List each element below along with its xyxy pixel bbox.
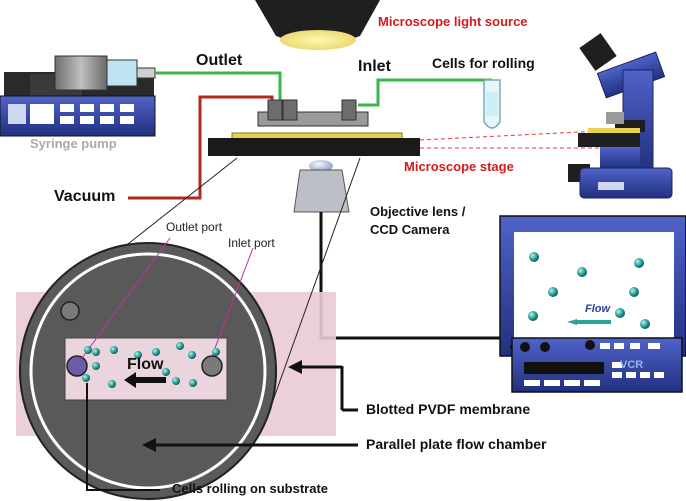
- pvdf-pointer-head: [288, 360, 302, 374]
- cell: [92, 362, 100, 370]
- zoom-line-right: [265, 157, 361, 421]
- cell: [548, 287, 558, 297]
- inlet-tubing: [358, 78, 492, 107]
- cell: [172, 377, 180, 385]
- microscope-body: [568, 33, 673, 199]
- chamber-pointer-head: [142, 438, 156, 452]
- cell: [529, 252, 539, 262]
- cell: [152, 348, 160, 356]
- cell: [134, 351, 142, 359]
- cell: [92, 348, 100, 356]
- stage-sightline-1: [419, 129, 621, 141]
- inlet-port: [201, 355, 223, 377]
- chamber-cells: [82, 342, 220, 388]
- objective-lens: [293, 160, 350, 213]
- outlet-tubing: [155, 71, 282, 105]
- cell: [84, 346, 92, 354]
- monitor-cells: [528, 252, 650, 329]
- inlet-port-pointer: [211, 247, 254, 357]
- microscope-light-source: [255, 0, 380, 50]
- microscope-light-source-label: Microscope light source: [378, 14, 528, 29]
- cell: [189, 379, 197, 387]
- outlet-port-label: Outlet port: [166, 220, 223, 234]
- cells-for-rolling-label: Cells for rolling: [432, 55, 535, 71]
- parallel-plate-flow-chamber-label: Parallel plate flow chamber: [366, 436, 547, 452]
- outlet-port-pointer: [81, 237, 171, 359]
- cells-for-rolling-tube: [483, 79, 501, 129]
- chamber-flow-arrowhead: [124, 372, 136, 388]
- video-monitor: [499, 215, 686, 357]
- cell: [110, 346, 118, 354]
- chamber-flow-arrow: [134, 377, 166, 383]
- outlet-port-top: [60, 301, 80, 321]
- vcr-deck: [511, 337, 683, 393]
- chamber-on-stage: [231, 99, 403, 140]
- syringe-pump-label: Syringe pump: [30, 136, 117, 151]
- vcr-mark-label: VCR: [620, 359, 644, 371]
- ccd-camera-label: CCD Camera: [370, 222, 450, 237]
- cells-rolling-on-substrate-label: Cells rolling on substrate: [172, 481, 329, 496]
- cell: [615, 308, 625, 318]
- microscope-stage: [208, 138, 420, 156]
- monitor-flow-arrow-body: [577, 320, 611, 324]
- monitor-flow-arrow: [567, 319, 577, 325]
- microscope-stage-label: Microscope stage: [404, 159, 514, 174]
- cell: [162, 368, 170, 376]
- monitor-flow-label: Flow: [585, 303, 611, 315]
- syringe-pump: [0, 55, 156, 137]
- chamber-flow-label: Flow: [127, 356, 164, 373]
- cell: [634, 258, 644, 268]
- outlet-port: [66, 355, 88, 377]
- objective-lens-label: Objective lens /: [370, 204, 466, 219]
- inlet-label: Inlet: [358, 58, 391, 75]
- cell: [629, 287, 639, 297]
- cell: [108, 380, 116, 388]
- blotted-pvdf-membrane-label: Blotted PVDF membrane: [366, 401, 531, 417]
- cell: [528, 311, 538, 321]
- cell: [212, 348, 220, 356]
- vacuum-label: Vacuum: [54, 188, 116, 205]
- cell: [188, 351, 196, 359]
- membrane-strip: [64, 337, 228, 401]
- inlet-port-label: Inlet port: [228, 236, 275, 250]
- outlet-label: Outlet: [196, 52, 243, 69]
- cell: [640, 319, 650, 329]
- cell: [577, 267, 587, 277]
- cell: [176, 342, 184, 350]
- cells-rolling-pointer: [86, 383, 160, 491]
- cell: [82, 374, 90, 382]
